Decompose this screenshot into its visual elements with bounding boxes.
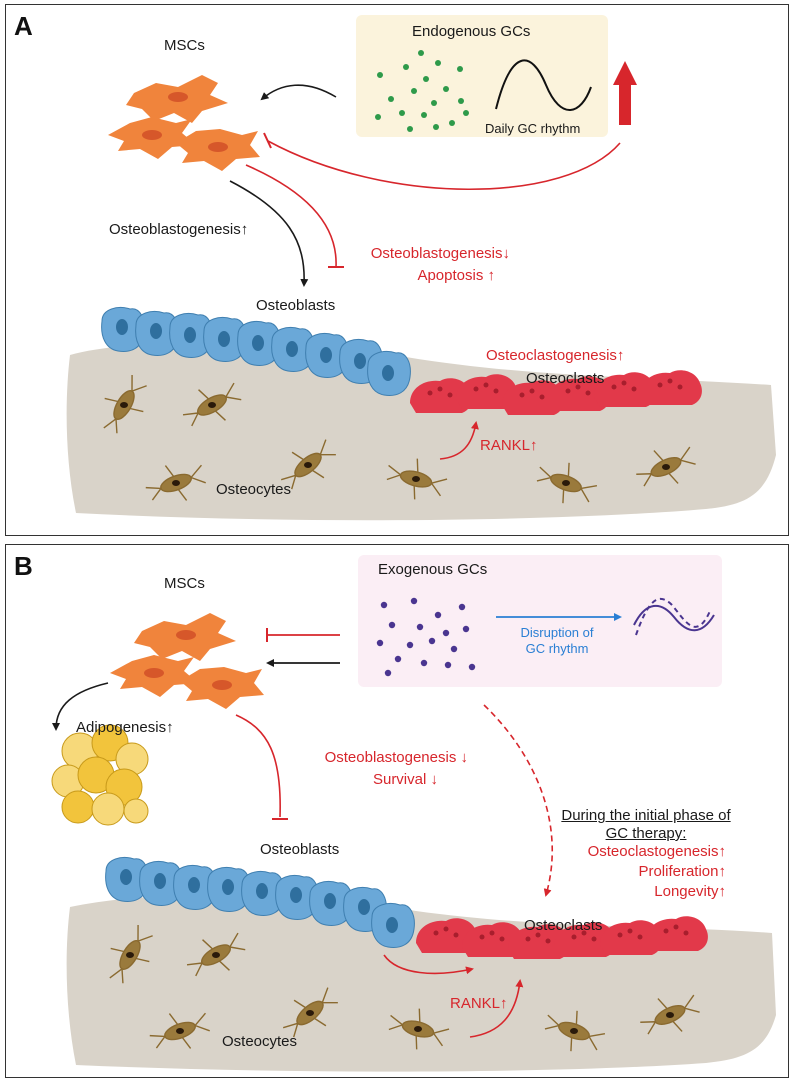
initial-phase-dashed-arrow: [483, 704, 554, 897]
osteocytes-label: Osteocytes: [222, 1033, 298, 1050]
bone-matrix: [66, 342, 776, 521]
panel-a-illustration: [66, 15, 776, 521]
osteoblastogenesis-up-label: Osteoblastogenesis↑: [109, 221, 249, 238]
exogenous-gcs-title: Exogenous GCs: [378, 561, 488, 578]
adipocyte-cluster: [51, 724, 149, 826]
osteoblast-nuclei: [120, 869, 398, 933]
mscs-label: MSCs: [164, 37, 205, 54]
endogenous-gcs-title: Endogenous GCs: [412, 23, 531, 40]
panel-b-illustration: [51, 555, 776, 1072]
osteocytes-label: Osteocytes: [216, 481, 292, 498]
msc-cells: [108, 75, 260, 171]
apoptosis-up-label: Apoptosis ↑: [417, 267, 495, 284]
exogenous-gcs-box: [358, 555, 722, 687]
osteocyte-nuclei: [120, 402, 670, 486]
endogenous-gcs-box: [356, 15, 608, 137]
endogenous-stimulation-arrow: [260, 84, 337, 101]
rankl-up-label: RANKL↑: [450, 995, 508, 1012]
osteoclasts-label: Osteoclasts: [526, 370, 605, 387]
daily-gc-rhythm-curve: [495, 59, 592, 111]
initial-phase-line1: During the initial phase of: [561, 807, 731, 824]
adipogenesis-arrow: [52, 682, 109, 731]
osteoclast-nuclei: [433, 924, 689, 944]
osteoclast-nuclei: [427, 378, 683, 400]
osteoblast-rankl-arrow: [383, 954, 474, 975]
osteocyte-cells: [109, 925, 700, 1052]
longevity-up-label: Longevity↑: [654, 883, 726, 900]
panel-b: B MSCs Exogenous GCs Disruption of GC rh…: [5, 544, 789, 1078]
osteocyte-nuclei: [126, 952, 674, 1034]
osteoblast-nuclei: [116, 319, 394, 381]
panel-a: A MSCs Endogenous GCs Daily GC rhythm Os…: [5, 4, 789, 536]
exogenous-gc-dots: [376, 597, 476, 677]
osteoblastogenesis-arrow: [229, 180, 309, 287]
osteoclasts-label: Osteoclasts: [524, 917, 603, 934]
osteoblastogenesis-inhibition: [245, 164, 337, 268]
proliferation-up-label: Proliferation↑: [638, 863, 726, 880]
rankl-arrow: [439, 421, 479, 460]
disruption-line2: GC rhythm: [525, 641, 589, 656]
inhibition-bar: [263, 132, 272, 149]
mscs-label: MSCs: [164, 575, 205, 592]
disruption-line1: Disruption of: [520, 625, 594, 640]
osteoclast-cells: [410, 370, 702, 415]
panel-label: B: [14, 551, 33, 581]
panel-label: A: [14, 11, 33, 41]
adipogenesis-up-label: Adipogenesis↑: [76, 719, 174, 736]
initial-phase-line2: GC therapy:: [605, 825, 687, 842]
osteoblastogenesis-down-label: Osteoblastogenesis↓: [370, 245, 510, 262]
osteocyte-rankl-arrow: [469, 979, 524, 1038]
osteoclast-cells: [416, 916, 708, 959]
msc-cells: [110, 613, 264, 709]
endogenous-gc-dots: [375, 50, 469, 132]
gc-increase-arrow: [613, 61, 637, 125]
disrupted-rhythm-curve: [633, 605, 715, 632]
osteoblasts-label: Osteoblasts: [256, 297, 336, 314]
osteoclastogenesis-up-label: Osteoclastogenesis↑: [486, 347, 625, 364]
daily-gc-rhythm-label: Daily GC rhythm: [485, 121, 581, 136]
rankl-up-label: RANKL↑: [480, 437, 538, 454]
disrupted-rhythm-dashed: [635, 598, 711, 636]
osteoblastogenesis-inhibition: [235, 714, 281, 818]
gc-inhibition-line: [267, 140, 621, 191]
osteoblastogenesis-down-label: Osteoblastogenesis ↓: [324, 749, 468, 766]
survival-down-label: Survival ↓: [372, 771, 438, 788]
osteoclastogenesis-up-label: Osteoclastogenesis↑: [587, 843, 726, 860]
osteoblasts-label: Osteoblasts: [260, 841, 340, 858]
